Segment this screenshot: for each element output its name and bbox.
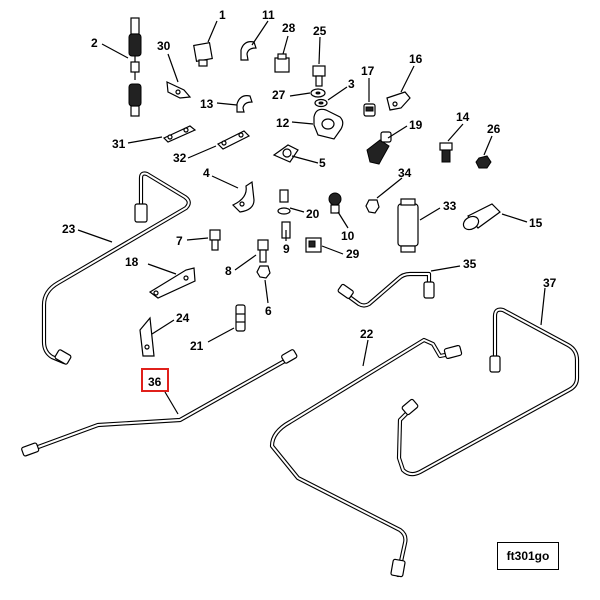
- label-37[interactable]: 37: [543, 276, 557, 290]
- callout-labels: 1 2 3 4 5 6 7 8 9 10 11 12 13 14 15 16 1…: [62, 8, 557, 389]
- part-29[interactable]: [305, 237, 322, 253]
- part-34[interactable]: [365, 199, 380, 214]
- part-11[interactable]: [240, 41, 257, 61]
- label-30[interactable]: 30: [157, 39, 171, 53]
- label-18[interactable]: 18: [125, 255, 139, 269]
- part-5[interactable]: [272, 144, 299, 163]
- part-7[interactable]: [209, 229, 221, 251]
- label-13[interactable]: 13: [200, 97, 214, 111]
- label-1[interactable]: 1: [219, 8, 226, 22]
- label-7[interactable]: 7: [176, 234, 183, 248]
- highlight-box-36: [141, 368, 169, 392]
- label-12[interactable]: 12: [276, 116, 290, 130]
- pipe-22[interactable]: [269, 337, 463, 578]
- part-17[interactable]: [363, 103, 376, 117]
- label-28[interactable]: 28: [282, 21, 296, 35]
- part-33[interactable]: [397, 198, 419, 253]
- label-3[interactable]: 3: [348, 77, 355, 91]
- part-6[interactable]: [256, 265, 271, 279]
- label-10[interactable]: 10: [341, 229, 355, 243]
- label-24[interactable]: 24: [176, 311, 190, 325]
- part-32[interactable]: [216, 130, 251, 150]
- part-20[interactable]: [277, 189, 291, 215]
- label-15[interactable]: 15: [529, 216, 543, 230]
- pipe-35[interactable]: [337, 271, 435, 308]
- label-32[interactable]: 32: [173, 151, 187, 165]
- label-14[interactable]: 14: [456, 110, 470, 124]
- label-9[interactable]: 9: [283, 242, 290, 256]
- part-21[interactable]: [235, 304, 246, 332]
- label-31[interactable]: 31: [112, 137, 126, 151]
- label-25[interactable]: 25: [313, 24, 327, 38]
- part-27[interactable]: [310, 88, 326, 98]
- pipe-37[interactable]: [396, 307, 580, 477]
- part-19[interactable]: [366, 131, 392, 165]
- label-29[interactable]: 29: [346, 247, 360, 261]
- part-8[interactable]: [257, 239, 269, 263]
- label-20[interactable]: 20: [306, 207, 320, 221]
- label-23[interactable]: 23: [62, 222, 76, 236]
- label-33[interactable]: 33: [443, 199, 457, 213]
- label-22[interactable]: 22: [360, 327, 374, 341]
- label-27[interactable]: 27: [272, 88, 286, 102]
- part-25[interactable]: [312, 65, 326, 87]
- label-21[interactable]: 21: [190, 339, 204, 353]
- part-12[interactable]: [313, 108, 344, 140]
- part-24[interactable]: [139, 316, 155, 357]
- part-10[interactable]: [328, 192, 342, 214]
- label-36[interactable]: 36: [148, 375, 162, 389]
- label-4[interactable]: 4: [203, 166, 210, 180]
- label-6[interactable]: 6: [265, 304, 272, 318]
- label-16[interactable]: 16: [409, 52, 423, 66]
- part-15[interactable]: [461, 203, 501, 232]
- part-1[interactable]: [193, 42, 213, 67]
- label-8[interactable]: 8: [225, 264, 232, 278]
- label-2[interactable]: 2: [91, 36, 98, 50]
- part-26[interactable]: [475, 155, 492, 169]
- label-35[interactable]: 35: [463, 257, 477, 271]
- pipe-23[interactable]: [41, 171, 191, 365]
- label-19[interactable]: 19: [409, 118, 423, 132]
- part-28[interactable]: [274, 53, 290, 73]
- part-14[interactable]: [439, 142, 453, 163]
- label-34[interactable]: 34: [398, 166, 412, 180]
- label-11[interactable]: 11: [262, 8, 275, 22]
- pipe-36[interactable]: [21, 349, 298, 457]
- part-4[interactable]: [231, 180, 255, 213]
- figure-code-box: ft301go: [497, 542, 559, 570]
- part-31[interactable]: [162, 125, 197, 143]
- leader-lines: [77, 20, 546, 415]
- label-26[interactable]: 26: [487, 122, 501, 136]
- part-3[interactable]: [314, 98, 328, 108]
- label-5[interactable]: 5: [319, 156, 326, 170]
- part-18[interactable]: [148, 267, 196, 299]
- part-2-hose[interactable]: [128, 17, 142, 117]
- label-17[interactable]: 17: [361, 64, 375, 78]
- part-16[interactable]: [386, 91, 411, 111]
- part-13[interactable]: [236, 95, 253, 113]
- part-30[interactable]: [166, 81, 192, 99]
